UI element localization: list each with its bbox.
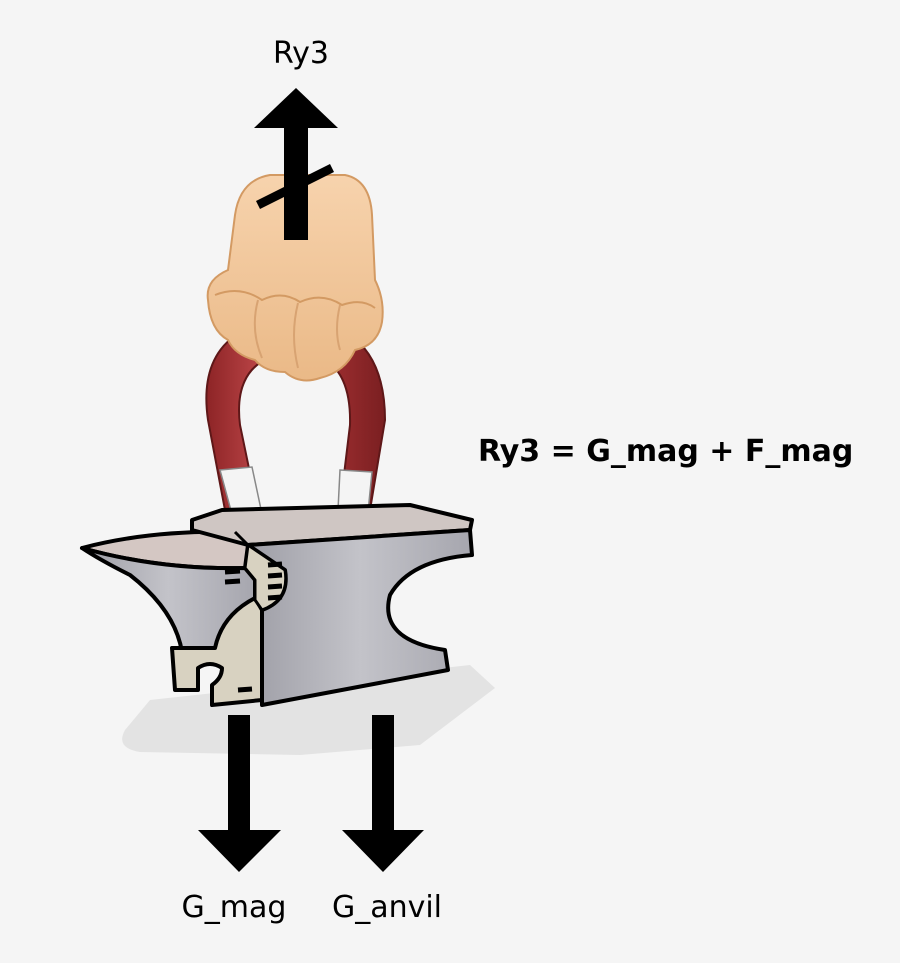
anvil: [80, 503, 474, 707]
label-bottom-right-force: G_anvil: [332, 890, 442, 925]
anvil-shadow: [122, 665, 495, 755]
label-bottom-left-force: G_mag: [182, 890, 287, 925]
label-top-force: Ry3: [273, 36, 329, 71]
force-arrow-up: [254, 88, 338, 240]
equation-label: Ry3 = G_mag + F_mag: [478, 434, 853, 469]
force-arrow-down-left: [198, 715, 281, 872]
fist: [206, 174, 384, 382]
force-arrow-down-right: [342, 715, 424, 872]
